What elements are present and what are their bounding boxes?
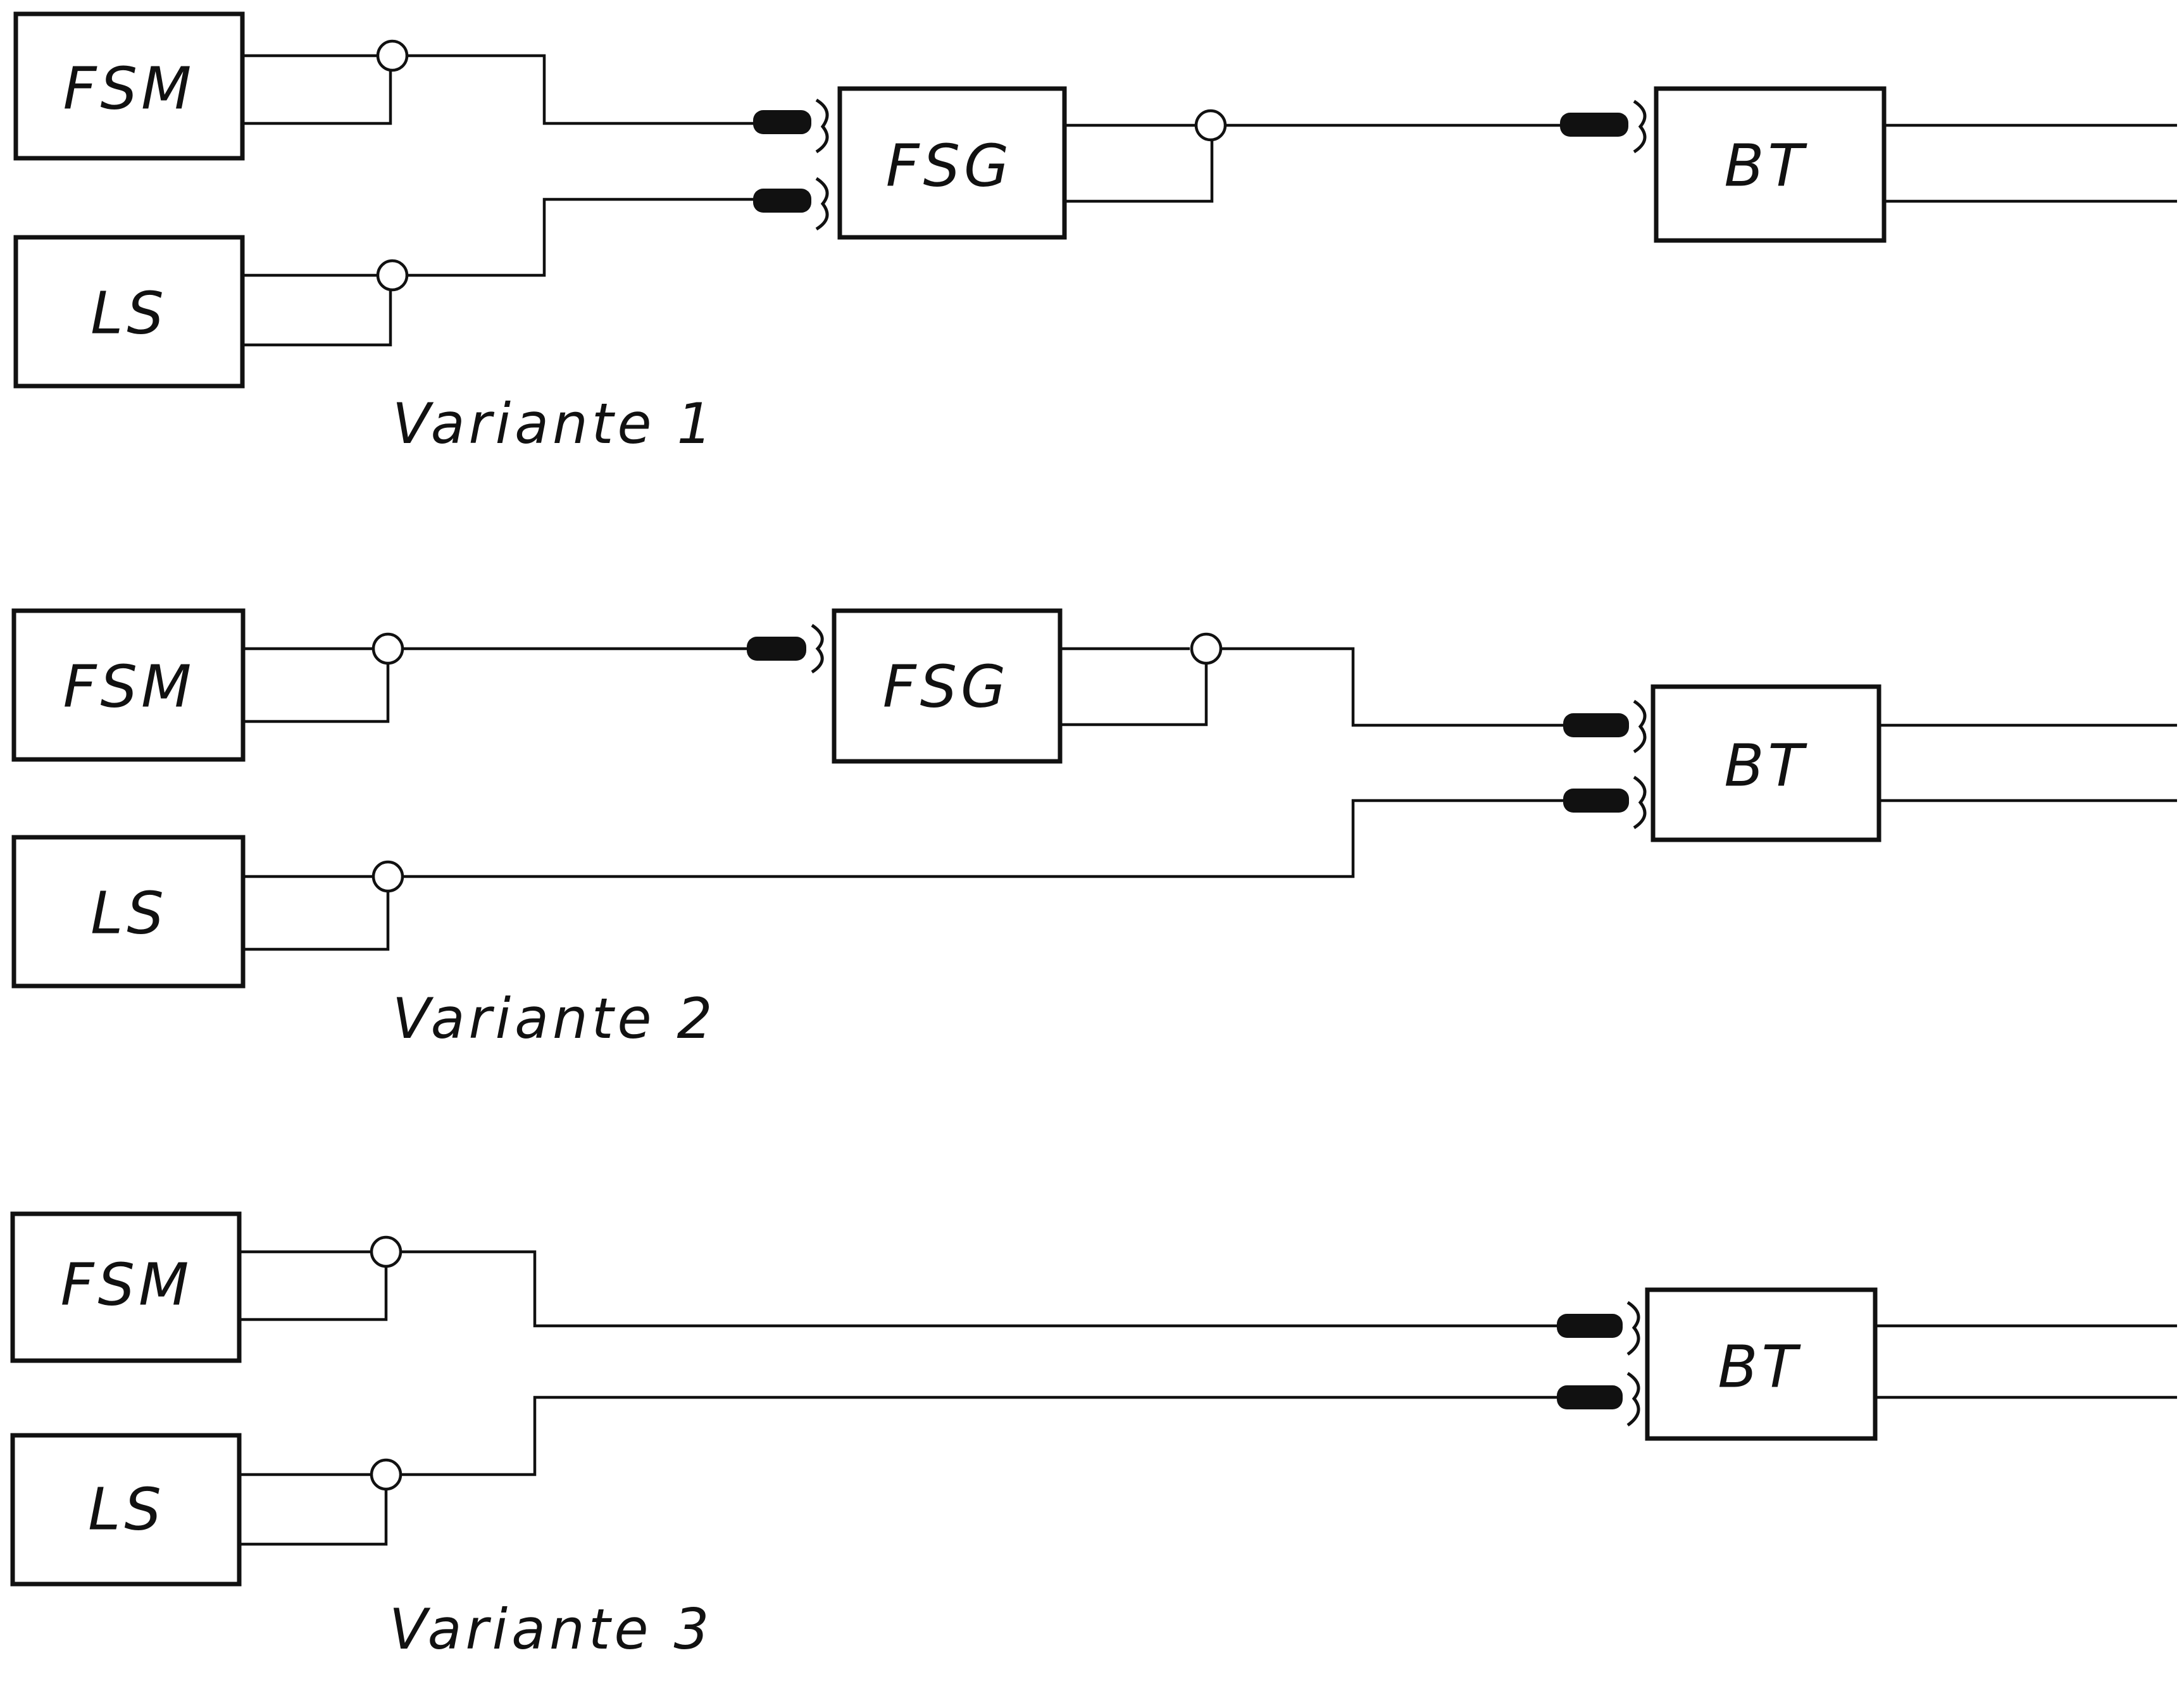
v3-fsm-box bbox=[10, 1211, 242, 1363]
variant-2: FSM LS FSG BT Variante 2 bbox=[11, 608, 2177, 1051]
variant-1: FSM LS FSG BT Variante 1 bbox=[13, 11, 2177, 456]
v2-fsg-sensor bbox=[1190, 632, 1223, 665]
v2-fsg-socket bbox=[811, 623, 824, 674]
v2-bt-socket-2 bbox=[1633, 775, 1647, 830]
v2-bt-outputs bbox=[1879, 723, 2177, 802]
v1-bt-outputs bbox=[1884, 123, 2177, 203]
v2-ls-cable bbox=[243, 799, 1566, 951]
v3-bt-plug-2 bbox=[1557, 1385, 1623, 1409]
v1-fsg-cable bbox=[1064, 123, 1563, 203]
v2-fsg-box bbox=[832, 608, 1063, 764]
v1-fsg-plug-1 bbox=[753, 110, 811, 134]
v2-bt-plug-2 bbox=[1563, 789, 1629, 813]
v3-bt-label: BT bbox=[1718, 1333, 1801, 1401]
v2-bt-box bbox=[1650, 684, 1881, 842]
v1-fsg-socket-1 bbox=[815, 98, 829, 154]
v1-fsm-label: FSM bbox=[63, 55, 196, 123]
v1-fsm-sensor bbox=[376, 39, 409, 72]
v1-fsg-sensor bbox=[1194, 109, 1227, 142]
v2-fsg-cable bbox=[1060, 647, 1566, 727]
v3-caption: Variante 3 bbox=[389, 1597, 713, 1662]
v3-bt-socket-2 bbox=[1626, 1371, 1640, 1427]
v2-bt-socket-1 bbox=[1633, 699, 1647, 754]
variant-3: FSM LS BT Variante 3 bbox=[10, 1211, 2177, 1662]
v2-fsg-label: FSG bbox=[883, 653, 1010, 721]
v2-fsm-box bbox=[11, 608, 246, 762]
v2-ls-box bbox=[11, 835, 246, 989]
v3-bt-outputs bbox=[1875, 1324, 2177, 1399]
v1-bt-plug bbox=[1560, 113, 1628, 137]
v1-fsg-label: FSG bbox=[886, 132, 1013, 200]
v1-ls-sensor bbox=[376, 259, 409, 292]
v2-caption: Variante 2 bbox=[392, 986, 716, 1051]
v2-fsm-label: FSM bbox=[63, 653, 196, 721]
v3-fsm-label: FSM bbox=[61, 1251, 193, 1319]
v1-bt-label: BT bbox=[1724, 132, 1807, 200]
v2-ls-label: LS bbox=[90, 880, 168, 947]
v3-bt-plug-1 bbox=[1557, 1314, 1623, 1338]
v2-fsm-sensor bbox=[371, 632, 404, 665]
v1-fsm-box bbox=[13, 11, 245, 161]
v1-bt-socket bbox=[1633, 99, 1647, 154]
v2-bt-plug-1 bbox=[1563, 713, 1629, 737]
v1-ls-box bbox=[13, 235, 245, 389]
v3-ls-label: LS bbox=[88, 1476, 165, 1544]
v1-fsm-cable bbox=[242, 54, 756, 125]
v1-caption: Variante 1 bbox=[392, 391, 716, 456]
v1-fsg-plug-2 bbox=[753, 189, 811, 213]
v3-fsm-sensor bbox=[370, 1235, 402, 1268]
v1-ls-cable bbox=[242, 197, 756, 347]
v3-ls-sensor bbox=[370, 1458, 402, 1491]
v1-ls-label: LS bbox=[90, 280, 168, 347]
v3-ls-cable bbox=[239, 1395, 1560, 1546]
v1-bt-box bbox=[1654, 86, 1887, 243]
v2-fsm-cable bbox=[243, 647, 747, 723]
v1-fsg-box bbox=[837, 86, 1067, 240]
v2-fsg-plug bbox=[747, 637, 806, 661]
v1-fsg-socket-2 bbox=[815, 177, 829, 231]
v3-ls-box bbox=[10, 1433, 242, 1587]
v2-bt-label: BT bbox=[1724, 732, 1807, 800]
v3-bt-socket-1 bbox=[1626, 1301, 1640, 1356]
v3-bt-box bbox=[1645, 1287, 1878, 1441]
v3-fsm-cable bbox=[239, 1250, 1560, 1328]
v2-ls-sensor bbox=[371, 860, 404, 893]
